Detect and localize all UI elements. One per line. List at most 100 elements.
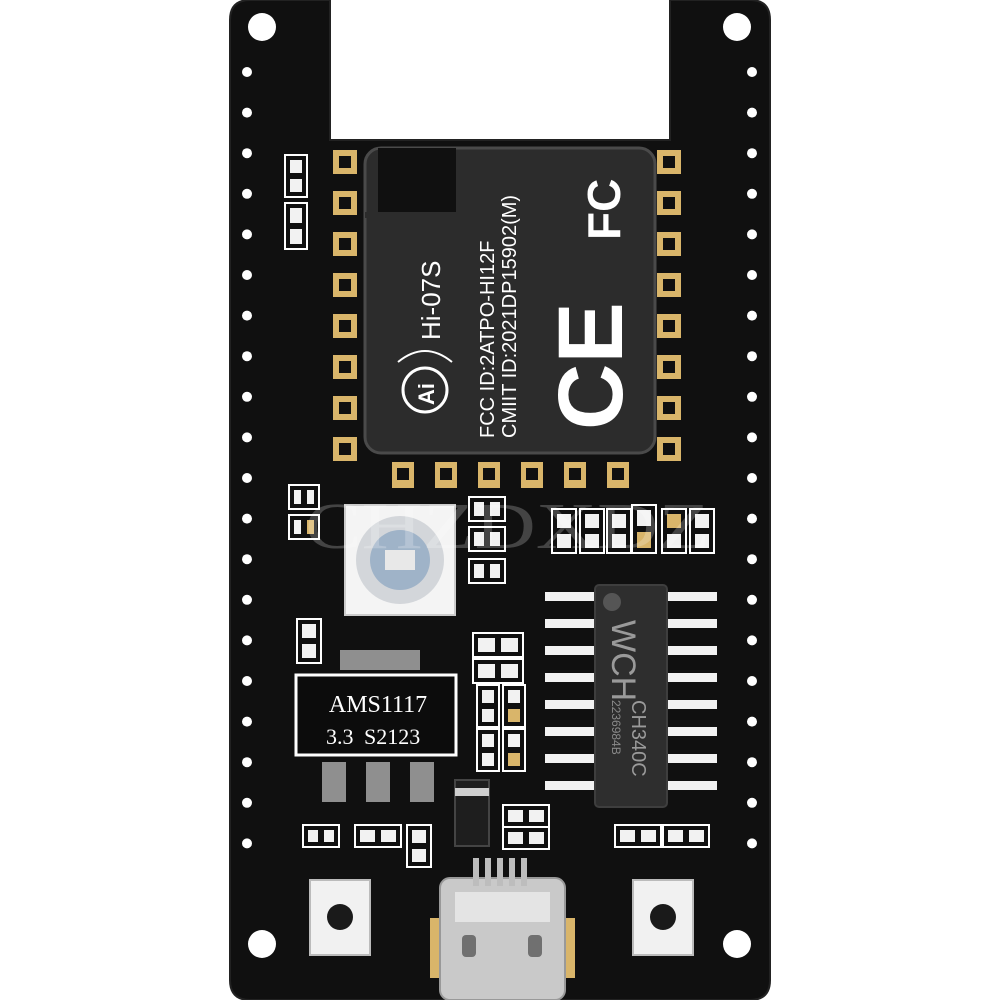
- watermark: CHZDXDZ: [305, 490, 710, 563]
- module-pad-hole: [663, 320, 675, 332]
- smd-component: [614, 824, 662, 848]
- header-hole: [242, 432, 252, 443]
- chip-part: CH340C: [627, 700, 649, 777]
- module-pad-hole: [339, 156, 351, 168]
- header-hole: [242, 148, 252, 159]
- module-pad-hole: [663, 197, 675, 209]
- header-hole: [242, 473, 252, 483]
- smd-component: [502, 826, 550, 850]
- regulator-line2-right: S2123: [364, 724, 420, 749]
- right-pin-header: [747, 67, 757, 849]
- passive-components: [284, 154, 715, 868]
- header-hole: [242, 635, 252, 646]
- smd-component: [631, 504, 657, 554]
- smd-component: [502, 728, 526, 772]
- header-hole: [747, 270, 757, 280]
- chip-lead: [545, 727, 597, 736]
- header-hole: [242, 716, 252, 727]
- regulator-line2-left: 3.3: [326, 724, 354, 749]
- module-pad-hole: [526, 468, 538, 480]
- tactile-button-icon: [327, 904, 353, 930]
- chip-lead: [545, 673, 597, 682]
- mount-hole-top-right: [723, 13, 751, 41]
- header-hole: [242, 270, 252, 280]
- header-hole: [747, 351, 757, 362]
- mount-hole-bottom-right: [723, 930, 751, 958]
- header-hole: [747, 635, 757, 646]
- module-pad-hole: [663, 443, 675, 455]
- header-hole: [242, 391, 252, 402]
- smd-component: [468, 496, 506, 522]
- ai-logo-icon: Ai: [397, 350, 453, 414]
- header-hole: [242, 594, 252, 605]
- module-pad-hole: [440, 468, 452, 480]
- module-pad-hole: [339, 320, 351, 332]
- smd-component: [661, 508, 687, 554]
- header-hole: [747, 757, 757, 768]
- chip-lead: [665, 673, 717, 682]
- diode: [454, 779, 490, 847]
- chip-lead: [545, 754, 597, 763]
- smd-component: [502, 684, 526, 728]
- header-hole: [747, 513, 757, 524]
- smd-component: [476, 684, 500, 728]
- left-pin-header: [242, 67, 252, 849]
- smd-component: [662, 824, 710, 848]
- header-hole: [747, 148, 757, 159]
- header-hole: [242, 351, 252, 362]
- chip-lead: [545, 646, 597, 655]
- module-pad-hole: [569, 468, 581, 480]
- usb-pin: [521, 858, 527, 886]
- module-castellated-pads: [333, 150, 681, 488]
- usb-pin: [473, 858, 479, 886]
- smd-component: [288, 514, 320, 540]
- header-hole: [242, 757, 252, 768]
- chip-lead: [665, 619, 717, 628]
- usb-pin: [485, 858, 491, 886]
- header-hole: [747, 391, 757, 402]
- header-hole: [242, 676, 252, 686]
- header-hole: [242, 838, 252, 849]
- module-pad-hole: [339, 443, 351, 455]
- header-hole: [242, 188, 252, 199]
- smd-component: [354, 824, 402, 848]
- fcc-mark: FC: [578, 179, 630, 240]
- wifi-module: Hi-07S FCC ID:2ATPO-HI12F CMIIT ID:2021D…: [363, 146, 657, 455]
- module-pad-hole: [663, 156, 675, 168]
- header-hole: [242, 107, 252, 118]
- module-pad-hole: [339, 238, 351, 250]
- header-hole: [747, 797, 757, 808]
- chip-brand: WCH: [604, 620, 642, 701]
- micro-usb-icon[interactable]: [430, 858, 575, 1000]
- smd-component: [472, 632, 524, 658]
- tactile-button-icon: [650, 904, 676, 930]
- mount-hole-top-left: [248, 13, 276, 41]
- chip-lead: [665, 781, 717, 790]
- ce-mark: CE: [540, 302, 642, 430]
- chip-lead: [665, 592, 717, 601]
- smd-component: [284, 202, 308, 250]
- module-pad-hole: [663, 361, 675, 373]
- boot-button[interactable]: [632, 879, 694, 956]
- module-pad-hole: [339, 361, 351, 373]
- usb-uart-chip: WCH CH340C 2236984B: [545, 584, 717, 808]
- header-hole: [747, 107, 757, 118]
- reset-button[interactable]: [309, 879, 371, 956]
- module-pad-hole: [663, 402, 675, 414]
- smd-component: [689, 508, 715, 554]
- header-hole: [747, 838, 757, 849]
- chip-lead: [665, 727, 717, 736]
- chip-lead: [545, 619, 597, 628]
- header-hole: [747, 229, 757, 240]
- header-hole: [242, 513, 252, 524]
- header-hole: [747, 310, 757, 321]
- rgb-led-icon: [344, 504, 456, 616]
- header-hole: [242, 310, 252, 321]
- chip-lead: [665, 646, 717, 655]
- smd-component: [579, 508, 605, 554]
- regulator-line1: AMS1117: [329, 692, 427, 718]
- smd-component: [296, 618, 322, 664]
- module-pad-hole: [483, 468, 495, 480]
- header-hole: [747, 67, 757, 77]
